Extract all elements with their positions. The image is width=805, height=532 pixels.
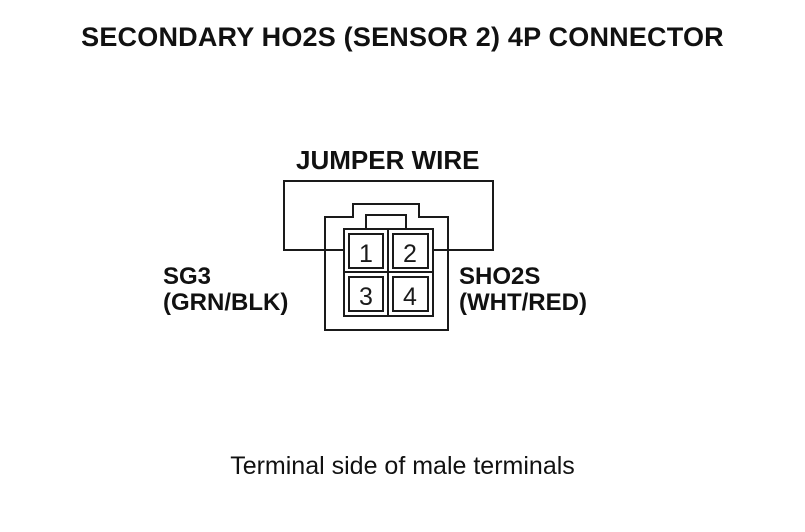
left-terminal-name: SG3 bbox=[163, 263, 212, 290]
connector-housing bbox=[324, 203, 449, 331]
pin-cell-1 bbox=[348, 233, 384, 269]
pin-number-1: 1 bbox=[359, 240, 373, 268]
jumper-wire bbox=[283, 180, 494, 251]
diagram-title: SECONDARY HO2S (SENSOR 2) 4P CONNECTOR bbox=[81, 22, 724, 52]
left-terminal-wire-color: (GRN/BLK) bbox=[163, 289, 289, 316]
pin-cell-4 bbox=[392, 276, 429, 312]
diagram-caption: Terminal side of male terminals bbox=[230, 452, 575, 480]
pin-cell-2 bbox=[392, 233, 429, 269]
pin-number-2: 2 bbox=[403, 240, 417, 268]
pin-cell-3 bbox=[348, 276, 384, 312]
right-terminal-name: SHO2S bbox=[459, 263, 541, 290]
pin-number-4: 4 bbox=[403, 283, 417, 311]
pin-number-3: 3 bbox=[359, 283, 373, 311]
jumper-wire-label: JUMPER WIRE bbox=[296, 145, 480, 175]
locking-tab bbox=[365, 214, 407, 229]
right-terminal-wire-color: (WHT/RED) bbox=[459, 289, 587, 316]
